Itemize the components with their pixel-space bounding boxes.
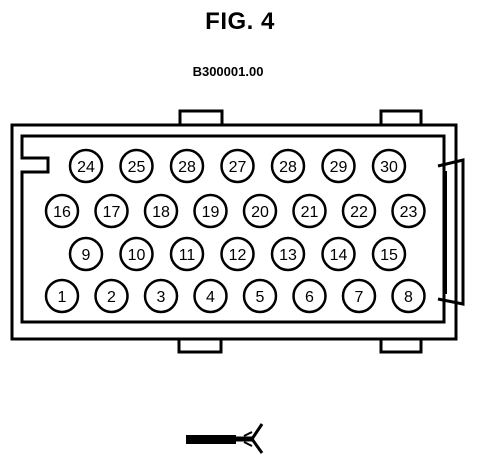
pin-cavity <box>391 193 426 229</box>
pin-cavity <box>220 236 255 272</box>
pin-cavity <box>371 148 407 184</box>
pin-number-label: 9 <box>82 247 91 264</box>
pin-cavity <box>292 193 327 229</box>
pin-number-label: 18 <box>152 204 170 221</box>
pin-cavity <box>321 236 356 272</box>
pin-number-label: 8 <box>404 289 413 306</box>
pin-number-label: 21 <box>301 204 319 221</box>
pin-cavity <box>193 278 228 314</box>
pin-number-label: 1 <box>58 289 67 306</box>
pin-number-label: 6 <box>305 289 314 306</box>
pin-cavity <box>321 148 356 184</box>
pin-cavity <box>143 278 179 314</box>
pin-number-label: 24 <box>77 159 95 176</box>
pin-number-label: 15 <box>380 247 398 264</box>
pin-cavity <box>220 148 255 184</box>
pin-cavity <box>143 193 179 229</box>
pin-cavity <box>119 236 154 272</box>
pin-number-label: 28 <box>178 159 196 176</box>
pin-cavity <box>94 193 129 229</box>
side-latch <box>437 158 465 306</box>
pin-number-label: 14 <box>330 247 348 264</box>
pin-number-label: 5 <box>256 289 265 306</box>
pin-cavity <box>169 236 205 272</box>
pin-number-label: 19 <box>202 204 220 221</box>
pin-cavity <box>169 148 205 184</box>
pin-number-label: 10 <box>128 247 146 264</box>
pin-number-label: 29 <box>330 159 348 176</box>
pin-number-label: 23 <box>400 204 418 221</box>
pin-cavity <box>391 278 426 314</box>
pin-cavity <box>193 193 228 229</box>
pin-number-label: 30 <box>380 159 398 176</box>
pin-number-label: 12 <box>229 247 247 264</box>
pin-number-label: 7 <box>355 289 364 306</box>
pin-cavity <box>44 278 80 314</box>
pin-number-label: 22 <box>350 204 368 221</box>
pin-number-label: 4 <box>206 289 215 306</box>
pin-number-label: 17 <box>103 204 121 221</box>
figure-title: FIG. 4 <box>205 8 275 35</box>
pin-number-label: 28 <box>279 159 297 176</box>
pin-number-label: 16 <box>53 204 71 221</box>
pin-cavity <box>270 148 306 184</box>
pin-number-label: 2 <box>107 289 116 306</box>
figure-code: B300001.00 <box>192 64 264 79</box>
pin-cavity <box>119 148 154 184</box>
pin-number-label: 27 <box>229 159 247 176</box>
pin-cavity <box>68 236 104 272</box>
pin-cavity <box>68 148 104 184</box>
pin-cavity <box>270 236 306 272</box>
pin-cavity <box>341 193 377 229</box>
pin-cavity <box>44 193 80 229</box>
pin-number-label: 3 <box>157 289 166 306</box>
pin-cavity <box>292 278 327 314</box>
pin-number-label: 11 <box>179 247 196 264</box>
pin-number-label: 25 <box>128 159 146 176</box>
pin-number-label: 13 <box>279 247 297 264</box>
pin-number-label: 20 <box>251 204 269 221</box>
pin-cavity <box>94 278 129 314</box>
pin-cavity <box>371 236 407 272</box>
pin-cavity <box>242 278 278 314</box>
wire-harness-icon <box>186 423 264 454</box>
pin-cavity <box>242 193 278 229</box>
pin-cavity <box>341 278 377 314</box>
